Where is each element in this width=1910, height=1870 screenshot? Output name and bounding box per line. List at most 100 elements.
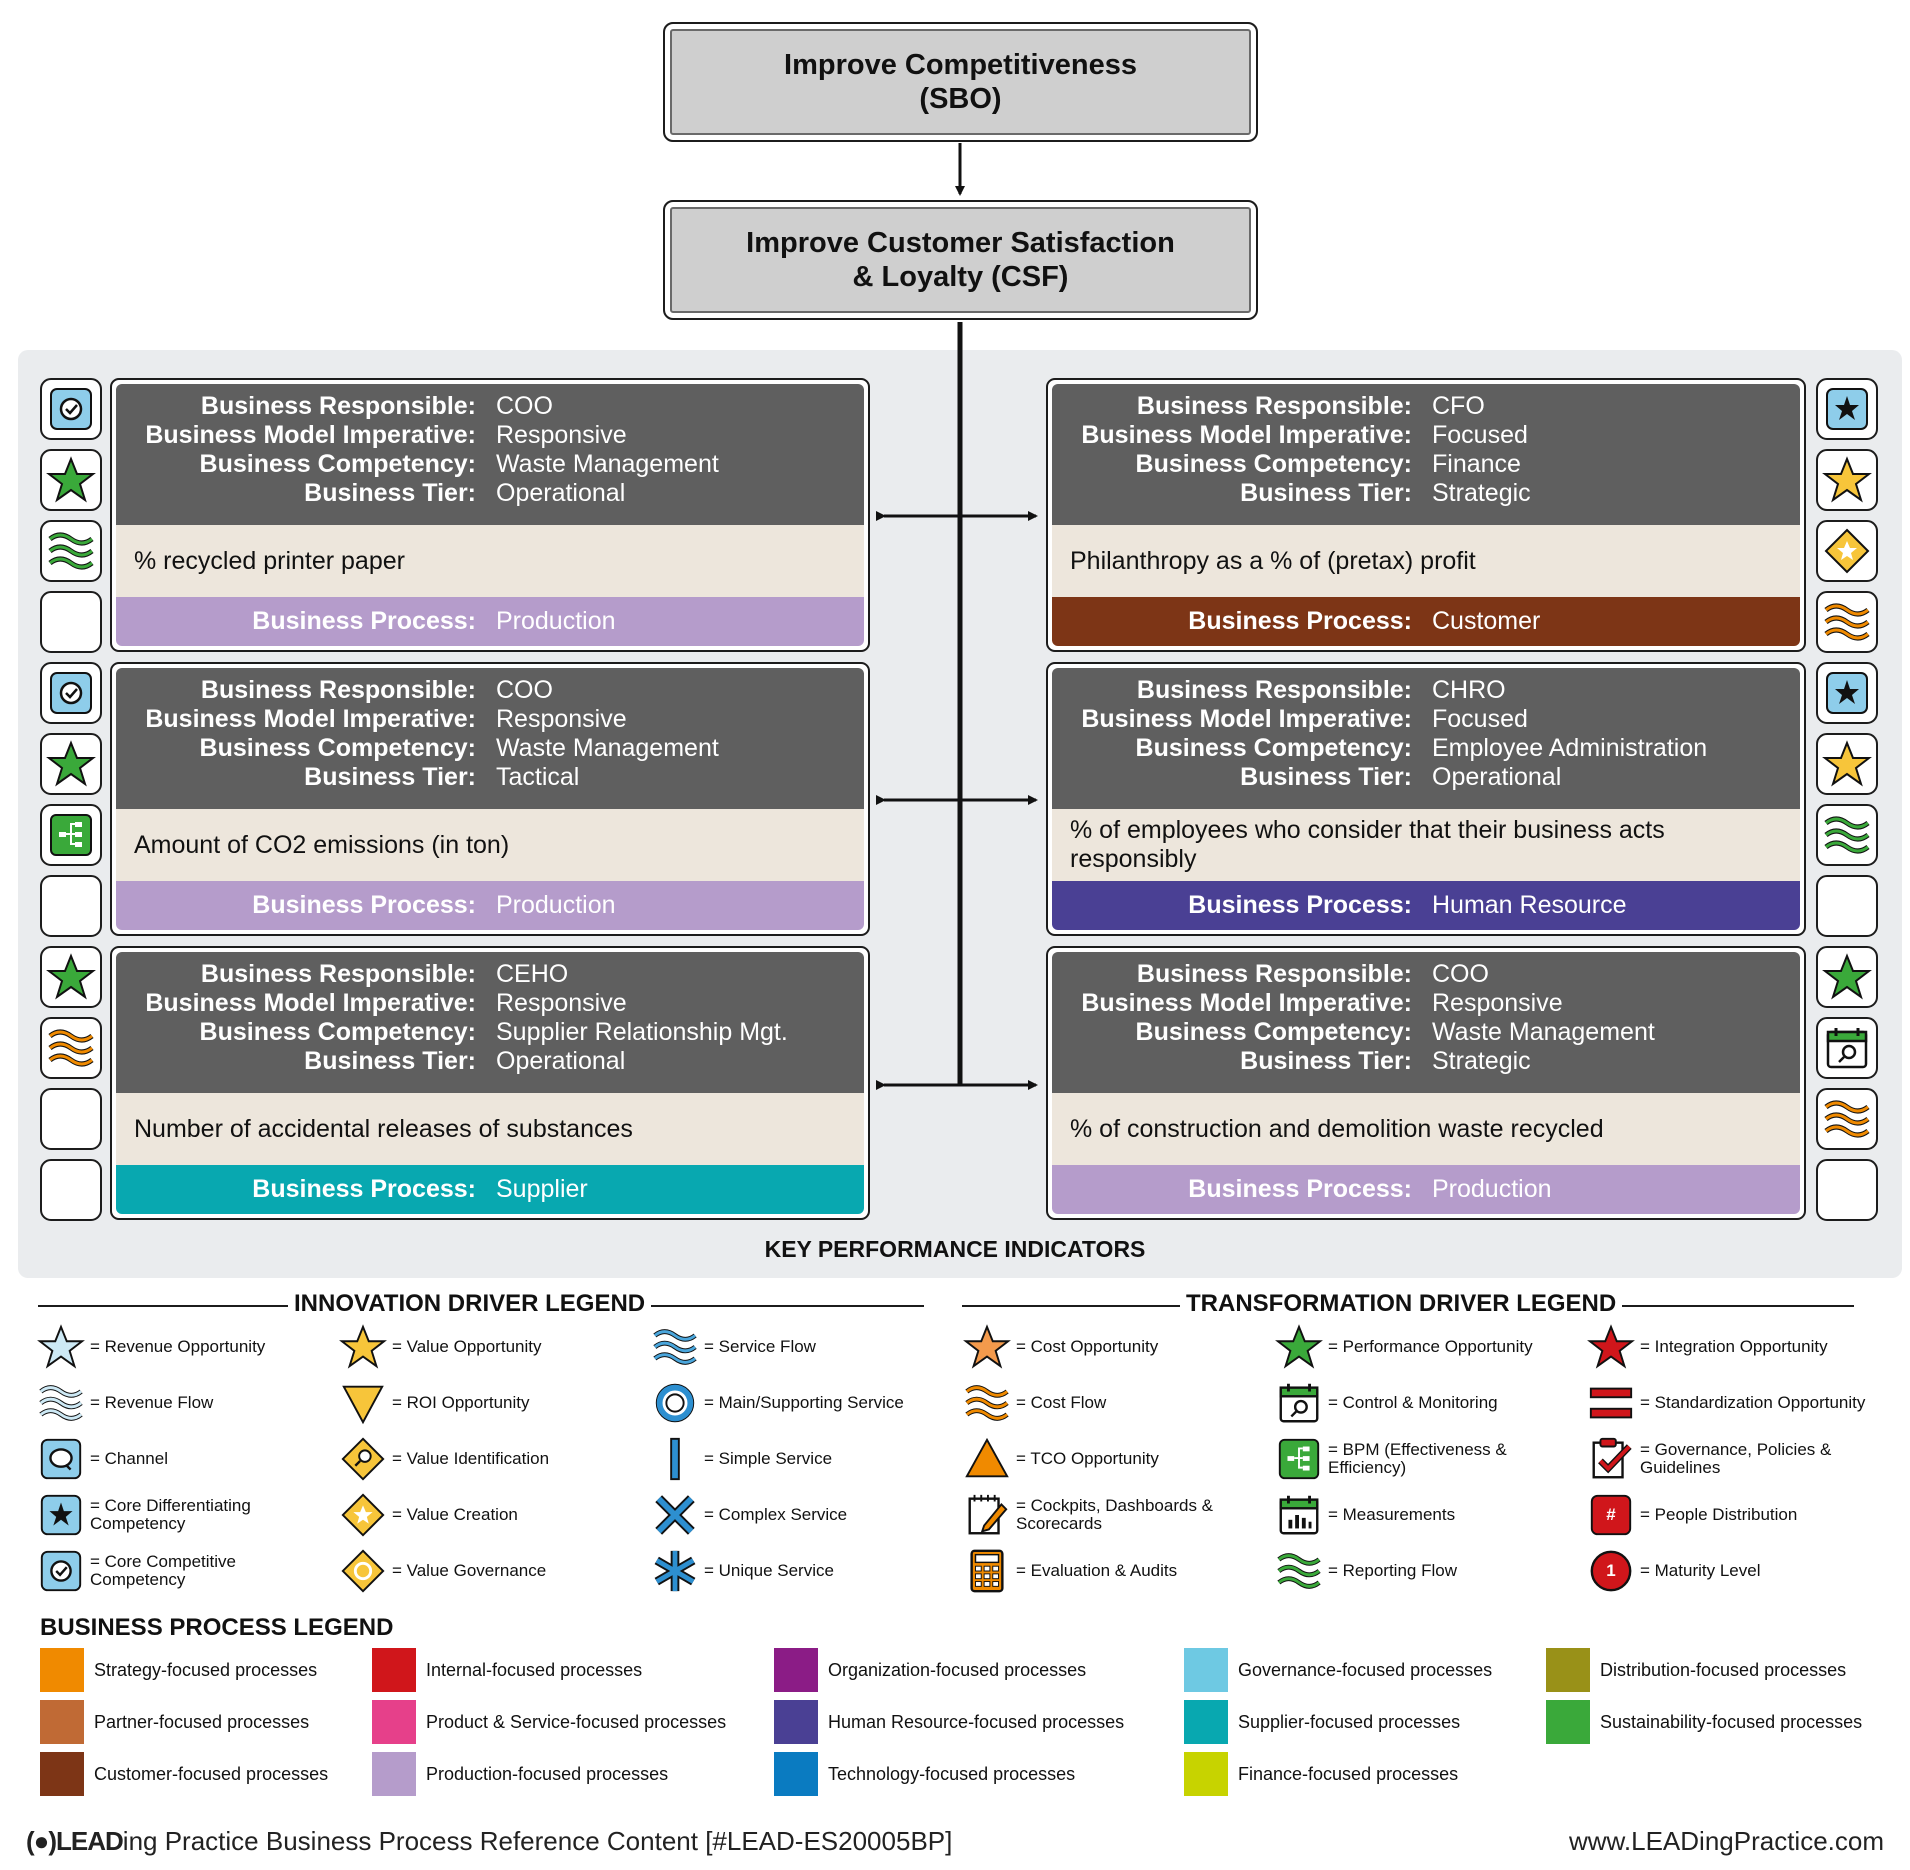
- value-competency: Employee Administration: [1432, 734, 1708, 762]
- legend-label: = Reporting Flow: [1328, 1561, 1457, 1580]
- label-responsible: Business Responsible:: [200, 392, 476, 420]
- channel-icon: [36, 1434, 86, 1484]
- color-swatch: [372, 1700, 416, 1744]
- bp-label: Partner-focused processes: [94, 1711, 310, 1732]
- legend-bpm: = BPM (Effectiveness & Efficiency): [1274, 1434, 1558, 1484]
- label-process: Business Process:: [1188, 607, 1412, 635]
- footer-left-text: ing Practice Business Process Reference …: [122, 1826, 953, 1856]
- value-imperative: Responsive: [496, 705, 627, 733]
- bp-label: Human Resource-focused processes: [828, 1711, 1125, 1732]
- legend-label: = Maturity Level: [1640, 1561, 1761, 1580]
- people-distribution-icon: #: [1586, 1490, 1636, 1540]
- value-process: Supplier: [496, 1175, 588, 1203]
- cost-flow-icon: [1816, 591, 1878, 653]
- control-monitoring-icon: [1274, 1378, 1324, 1428]
- value-process: Production: [496, 607, 616, 635]
- bp-legend-title: BUSINESS PROCESS LEGEND: [40, 1614, 394, 1641]
- legend-roi-opportunity: = ROI Opportunity: [338, 1378, 622, 1428]
- maturity-level-icon: 1: [1586, 1546, 1636, 1596]
- label-competency: Business Competency:: [1135, 734, 1412, 762]
- label-competency: Business Competency:: [1135, 450, 1412, 478]
- color-swatch: [1184, 1648, 1228, 1692]
- card-header: Business Responsible:CFO Business Model …: [1052, 384, 1800, 525]
- value-star-icon: [1816, 449, 1878, 511]
- color-swatch: [1546, 1700, 1590, 1744]
- cost-opportunity-icon: [962, 1322, 1012, 1372]
- revenue-opportunity-icon: [36, 1322, 86, 1372]
- legend-reporting-flow: = Reporting Flow: [1274, 1546, 1558, 1596]
- label-competency: Business Competency:: [1135, 1018, 1412, 1046]
- bp-label: Customer-focused processes: [94, 1763, 329, 1784]
- core-competitive-icon: [40, 378, 102, 440]
- legend-label: = Value Opportunity: [392, 1337, 542, 1356]
- legend-value-opportunity: = Value Opportunity: [338, 1322, 622, 1372]
- legend-cost-flow: = Cost Flow: [962, 1378, 1246, 1428]
- legend-core-competitive: = Core Competitive Competency: [36, 1546, 320, 1596]
- bp-legend-supplier: Supplier-focused processes: [1184, 1700, 1460, 1744]
- legend-people-distribution: #= People Distribution: [1586, 1490, 1870, 1540]
- color-swatch: [372, 1648, 416, 1692]
- label-process: Business Process:: [1188, 891, 1412, 919]
- label-tier: Business Tier:: [1240, 763, 1412, 791]
- value-process: Customer: [1432, 607, 1541, 635]
- footer-website-link[interactable]: www.LEADingPractice.com: [1569, 1826, 1884, 1856]
- legend-label: = Cost Flow: [1016, 1393, 1107, 1412]
- value-imperative: Focused: [1432, 421, 1528, 449]
- label-process: Business Process:: [252, 891, 476, 919]
- legend-label: = Revenue Opportunity: [90, 1337, 266, 1356]
- label-process: Business Process:: [252, 607, 476, 635]
- csf-line1: Improve Customer Satisfaction: [746, 227, 1175, 259]
- empty-icon-slot: [1816, 1159, 1878, 1221]
- unique-service-icon: [650, 1546, 700, 1596]
- legend-label: = Channel: [90, 1449, 168, 1468]
- legend-label: = Control & Monitoring: [1328, 1393, 1498, 1412]
- bp-label: Finance-focused processes: [1238, 1763, 1459, 1784]
- legend-label: = Complex Service: [704, 1505, 848, 1524]
- legend-governance-policies: = Governance, Policies & Guidelines: [1586, 1434, 1870, 1484]
- value-imperative: Responsive: [1432, 989, 1563, 1017]
- value-governance-icon: [338, 1546, 388, 1596]
- legend-value-identification: = Value Identification: [338, 1434, 622, 1484]
- bp-legend-technology: Technology-focused processes: [774, 1752, 1075, 1796]
- business-process-bar: Business Process: Customer: [1052, 597, 1800, 646]
- maturity-level-number: 1: [1606, 1561, 1616, 1580]
- sbo-box: Improve Competitiveness(SBO): [663, 22, 1258, 142]
- bp-legend-sustainability: Sustainability-focused processes: [1546, 1700, 1862, 1744]
- value-imperative: Responsive: [496, 989, 627, 1017]
- value-process: Human Resource: [1432, 891, 1627, 919]
- color-swatch: [372, 1752, 416, 1796]
- core-competitive-icon: [40, 662, 102, 724]
- card-header: Business Responsible:COO Business Model …: [116, 668, 864, 809]
- bp-legend-human-resource: Human Resource-focused processes: [774, 1700, 1124, 1744]
- legend-label: = Integration Opportunity: [1640, 1337, 1828, 1356]
- bp-label: Governance-focused processes: [1238, 1659, 1493, 1680]
- core-differentiating-icon: [1816, 662, 1878, 724]
- label-tier: Business Tier:: [1240, 479, 1412, 507]
- bpm-icon: [1274, 1434, 1324, 1484]
- value-opportunity-icon: [338, 1322, 388, 1372]
- simple-service-icon: [650, 1434, 700, 1484]
- label-imperative: Business Model Imperative:: [145, 989, 476, 1017]
- bp-legend-production: Production-focused processes: [372, 1752, 668, 1796]
- color-swatch: [774, 1700, 818, 1744]
- core-differentiating-icon: [36, 1490, 86, 1540]
- label-responsible: Business Responsible:: [200, 960, 476, 988]
- value-tier: Operational: [1432, 763, 1562, 791]
- value-responsible: COO: [496, 676, 553, 704]
- value-responsible: CHRO: [1432, 676, 1506, 704]
- governance-policies-icon: [1586, 1434, 1636, 1484]
- bp-label: Sustainability-focused processes: [1600, 1711, 1863, 1732]
- label-tier: Business Tier:: [1240, 1047, 1412, 1075]
- reporting-flow-icon: [40, 520, 102, 582]
- bp-label: Distribution-focused processes: [1600, 1659, 1847, 1680]
- control-monitoring-icon: [1816, 1017, 1878, 1079]
- business-process-bar: Business Process:Production: [1052, 1165, 1800, 1214]
- cockpits-dashboards-icon: [962, 1490, 1012, 1540]
- bp-label: Internal-focused processes: [426, 1659, 643, 1680]
- legend-label: = ROI Opportunity: [392, 1393, 530, 1412]
- legend-label: = People Distribution: [1640, 1505, 1798, 1524]
- value-competency: Waste Management: [496, 734, 719, 762]
- kpi-card-4: Business Responsible:CHRO Business Model…: [1046, 662, 1806, 936]
- leading-practice-logo: (●)LEAD: [26, 1826, 124, 1856]
- color-swatch: [774, 1648, 818, 1692]
